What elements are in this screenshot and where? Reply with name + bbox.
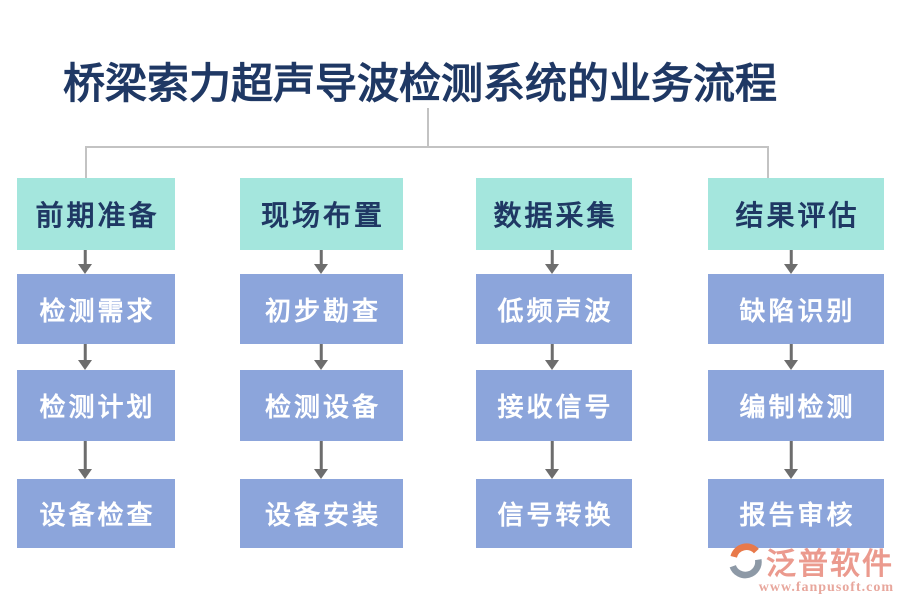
flow-column-result-evaluation: 结果评估 缺陷识别 编制检测 报告审核 — [708, 178, 884, 548]
step-box: 低频声波 — [476, 274, 632, 344]
phase-header-label: 结果评估 — [735, 201, 860, 232]
step-box: 设备安装 — [240, 479, 403, 548]
step-box: 检测需求 — [17, 274, 175, 344]
step-label: 检测计划 — [39, 393, 156, 422]
down-arrow-icon — [783, 250, 799, 274]
step-label: 缺陷识别 — [739, 296, 856, 326]
down-arrow-icon — [544, 441, 560, 479]
down-arrow-icon — [77, 344, 93, 370]
flow-column-site-layout: 现场布置 初步勘查 检测设备 设备安装 — [240, 178, 403, 548]
step-box: 检测计划 — [17, 370, 175, 441]
step-box: 报告审核 — [708, 479, 884, 548]
step-box: 检测设备 — [240, 370, 403, 441]
connector-drop-left-line — [85, 146, 87, 179]
step-box: 信号转换 — [476, 479, 632, 548]
step-label: 检测设备 — [264, 393, 381, 422]
down-arrow-icon — [77, 250, 93, 274]
down-arrow-icon — [783, 344, 799, 370]
down-arrow-icon — [544, 344, 560, 370]
down-arrow-icon — [77, 441, 93, 479]
down-arrow-icon — [313, 344, 329, 370]
phase-header-box: 现场布置 — [240, 178, 403, 250]
brand-url: www.fanpusoft.com — [758, 580, 894, 595]
step-label: 低频声波 — [497, 296, 614, 326]
step-label: 信号转换 — [497, 501, 614, 530]
phase-header-box: 结果评估 — [708, 178, 884, 250]
brand-watermark: 泛普软件 www.fanpusoft.com — [729, 539, 894, 596]
connector-horizontal-line — [85, 146, 769, 148]
phase-header-label: 数据采集 — [493, 201, 618, 232]
step-label: 编制检测 — [739, 393, 856, 422]
step-box: 编制检测 — [708, 370, 884, 441]
step-label: 设备安装 — [264, 501, 381, 530]
connector-trunk-line — [427, 108, 429, 147]
step-label: 设备检查 — [39, 501, 156, 530]
page-title: 桥梁索力超声导波检测系统的业务流程 — [63, 62, 778, 108]
step-box: 设备检查 — [17, 479, 175, 548]
step-box: 初步勘查 — [240, 274, 403, 344]
phase-header-label: 前期准备 — [35, 201, 160, 232]
step-label: 报告审核 — [739, 501, 856, 530]
step-box: 接收信号 — [476, 370, 632, 441]
flow-column-data-acquisition: 数据采集 低频声波 接收信号 信号转换 — [476, 178, 632, 548]
down-arrow-icon — [313, 441, 329, 479]
connector-drop-right-line — [767, 146, 769, 179]
step-box: 缺陷识别 — [708, 274, 884, 344]
phase-header-box: 数据采集 — [476, 178, 632, 250]
step-label: 接收信号 — [497, 393, 614, 422]
down-arrow-icon — [544, 250, 560, 274]
phase-header-label: 现场布置 — [260, 201, 385, 232]
step-label: 初步勘查 — [264, 296, 381, 326]
down-arrow-icon — [313, 250, 329, 274]
step-label: 检测需求 — [39, 296, 156, 326]
fanpu-logo-icon — [729, 542, 763, 580]
phase-header-box: 前期准备 — [17, 178, 175, 250]
down-arrow-icon — [783, 441, 799, 479]
flow-column-preparation: 前期准备 检测需求 检测计划 设备检查 — [17, 178, 175, 548]
brand-name: 泛普软件 — [766, 548, 894, 581]
